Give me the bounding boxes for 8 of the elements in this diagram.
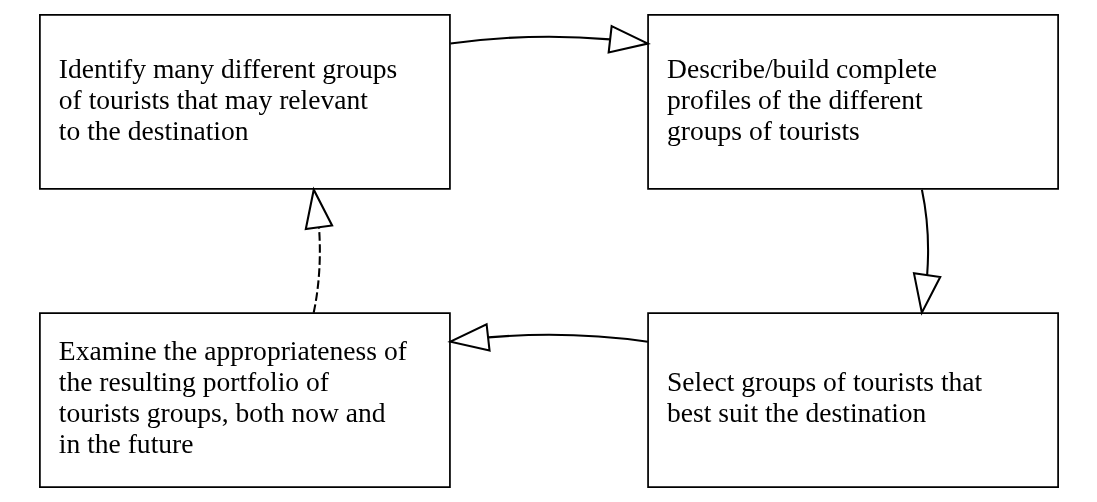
arrow <box>446 322 648 352</box>
node-box: Examine the appropriateness of the resulting portfolio of tourists groups, both now and in the future <box>38 312 451 488</box>
node-box: Select groups of tourists that best suit the destination <box>646 312 1059 488</box>
arrow <box>912 189 942 316</box>
arrow <box>449 24 651 54</box>
node-box: Describe/build complete profiles of the different groups of tourists <box>646 14 1059 190</box>
node-box: Identify many different groups of tourists that may relevant to the destination <box>38 14 451 190</box>
arrow <box>304 186 334 313</box>
